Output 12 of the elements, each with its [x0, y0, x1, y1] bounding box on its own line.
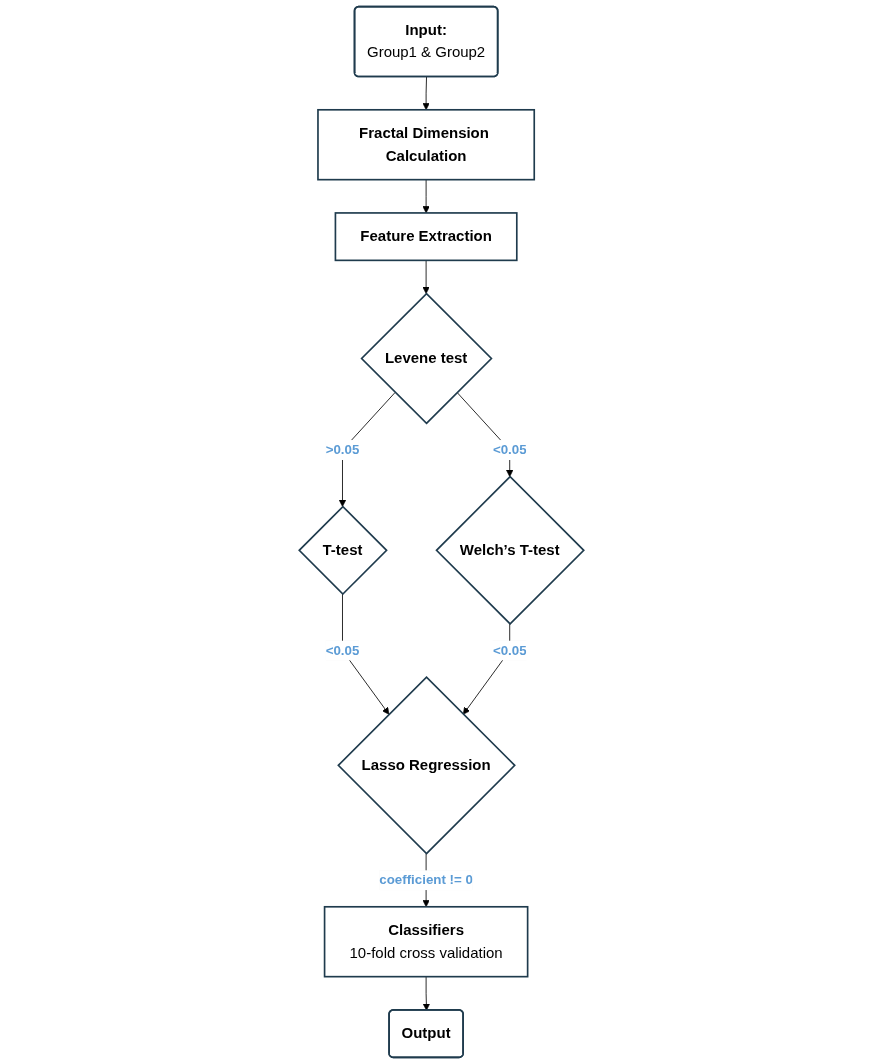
- edge-label: <0.05: [492, 643, 527, 658]
- edge-label: <0.05: [325, 643, 360, 658]
- edge-label: coefficient != 0: [379, 872, 473, 887]
- edge-label: <0.05: [492, 442, 527, 457]
- node-box: Fractal Dimension Calculation: [317, 108, 536, 181]
- node-diamond: Levene test: [360, 292, 493, 425]
- node-box: Classifiers 10-fold cross validation: [323, 905, 529, 978]
- node-diamond: T-test: [298, 505, 388, 596]
- node-box: Feature Extraction: [334, 212, 518, 262]
- edge-label: >0.05: [325, 442, 360, 457]
- node-diamond: Lasso Regression: [337, 676, 516, 855]
- node-diamond: Welch’s T-test: [435, 475, 585, 626]
